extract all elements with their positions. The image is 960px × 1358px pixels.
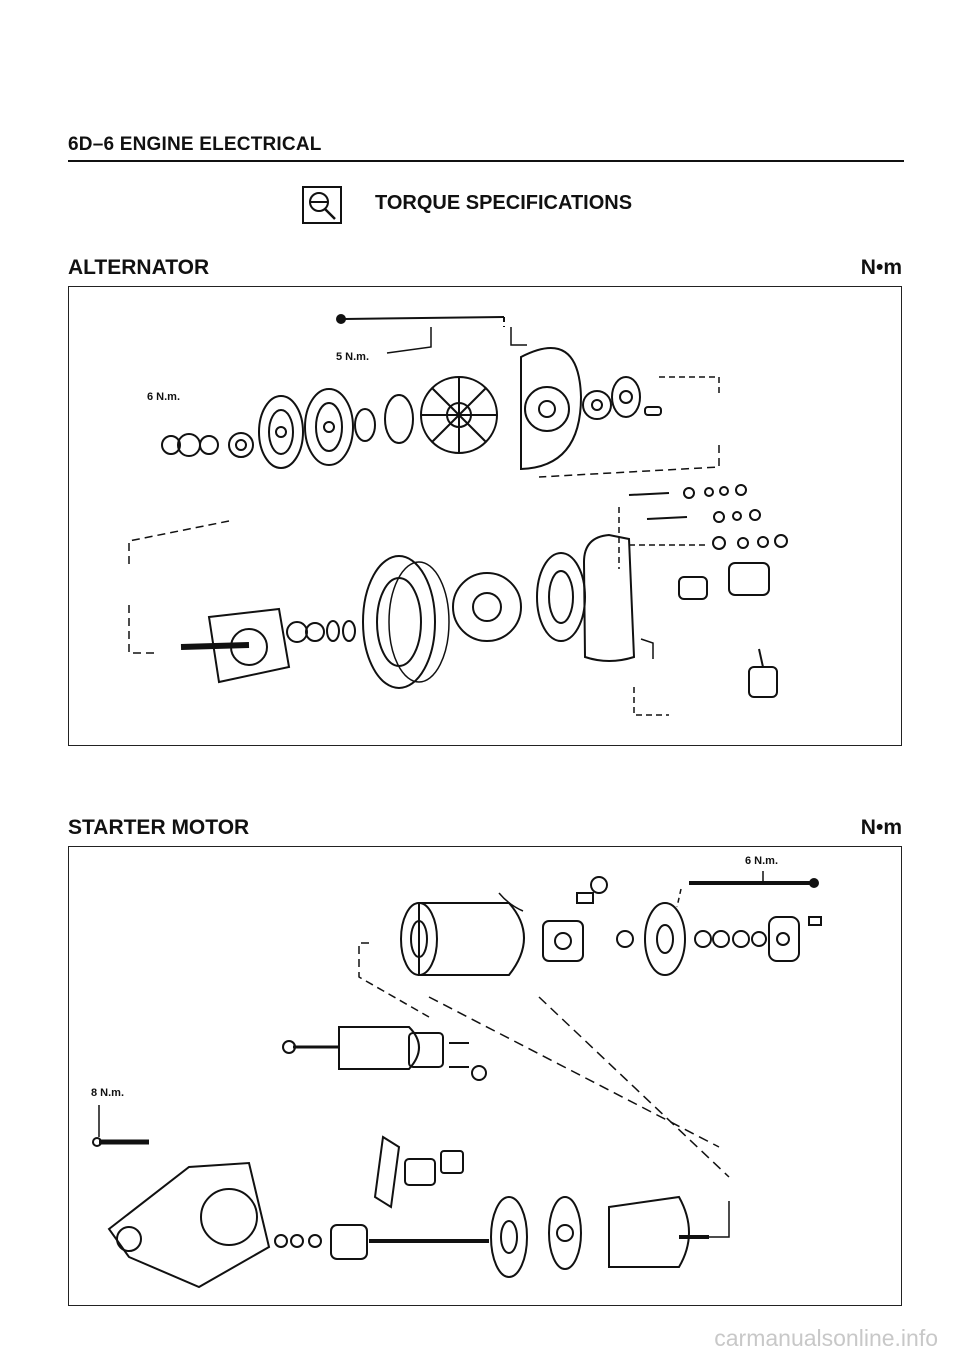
alternator-diagram-panel: 5 N.m. 6 N.m. (68, 286, 902, 746)
page-header-title: 6D–6 ENGINE ELECTRICAL (68, 134, 322, 155)
alternator-exploded-diagram (128, 314, 788, 716)
starter-motor-diagram-panel: 6 N.m. 8 N.m. (68, 846, 902, 1306)
torque-specifications-title: TORQUE SPECIFICATIONS (375, 192, 633, 214)
torque-wrench-icon (302, 186, 342, 224)
alternator-title: ALTERNATOR (68, 256, 210, 279)
callout-torque: 6 N.m. (147, 391, 181, 403)
callout-torque: 6 N.m. (745, 855, 779, 867)
alternator-unit: N•m (860, 256, 902, 279)
starter-motor-title: STARTER MOTOR (68, 816, 250, 839)
header-rule (68, 160, 904, 162)
starter-motor-exploded-diagram (92, 871, 822, 1289)
callout-torque: 5 N.m. (336, 351, 370, 363)
watermark: carmanualsonline.info (714, 1325, 938, 1351)
starter-motor-unit: N•m (860, 816, 902, 839)
callout-torque: 8 N.m. (91, 1087, 125, 1099)
